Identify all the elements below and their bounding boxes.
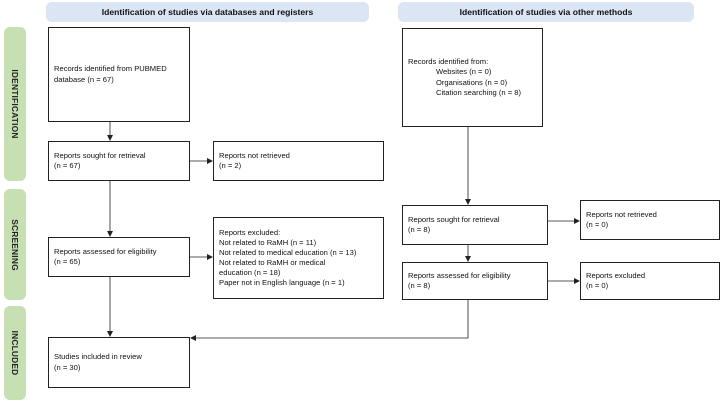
right-assessed-text: Reports assessed for eligibility (n = 8) — [408, 270, 511, 290]
left-not-retrieved-box: Reports not retrieved (n = 2) — [213, 141, 384, 181]
left-included-box: Studies included in review (n = 30) — [48, 337, 190, 388]
right-sought-box: Reports sought for retrieval (n = 8) — [402, 205, 548, 245]
left-included-text: Studies included in review (n = 30) — [54, 352, 142, 372]
left-records-identified-text: Records identified from PUBMED database … — [54, 64, 167, 84]
right-assessed-box: Reports assessed for eligibility (n = 8) — [402, 262, 548, 300]
left-not-retrieved-text: Reports not retrieved (n = 2) — [219, 150, 290, 170]
left-records-identified-box: Records identified from PUBMED database … — [48, 27, 190, 122]
left-excluded-text: Reports excluded: Not related to RaMH (n… — [219, 227, 357, 288]
header-databases: Identification of studies via databases … — [46, 2, 369, 22]
right-excluded-text: Reports excluded (n = 0) — [586, 270, 646, 290]
phase-identification: IDENTIFICATION — [4, 27, 26, 181]
right-not-retrieved-text: Reports not retrieved (n = 0) — [586, 209, 657, 229]
right-records-identified-box: Records identified from: Websites (n = 0… — [402, 28, 543, 127]
left-assessed-text: Reports assessed for eligibility (n = 65… — [54, 246, 157, 266]
phase-included: INCLUDED — [4, 306, 26, 400]
right-not-retrieved-box: Reports not retrieved (n = 0) — [580, 200, 720, 240]
right-records-identified-items: Websites (n = 0) Organisations (n = 0) C… — [436, 67, 522, 97]
header-other-methods: Identification of studies via other meth… — [398, 2, 694, 22]
header-other-methods-label: Identification of studies via other meth… — [459, 7, 633, 17]
left-excluded-box: Reports excluded: Not related to RaMH (n… — [213, 217, 384, 299]
arrow-right-assessed-to-included — [190, 300, 469, 341]
right-records-identified-title: Records identified from: — [408, 57, 489, 67]
phase-screening: SCREENING — [4, 189, 26, 300]
left-sought-box: Reports sought for retrieval (n = 67) — [48, 141, 190, 181]
right-sought-text: Reports sought for retrieval (n = 8) — [408, 214, 500, 234]
left-assessed-box: Reports assessed for eligibility (n = 65… — [48, 237, 190, 277]
left-sought-text: Reports sought for retrieval (n = 67) — [54, 150, 146, 170]
right-excluded-box: Reports excluded (n = 0) — [580, 262, 720, 300]
header-databases-label: Identification of studies via databases … — [101, 7, 314, 17]
